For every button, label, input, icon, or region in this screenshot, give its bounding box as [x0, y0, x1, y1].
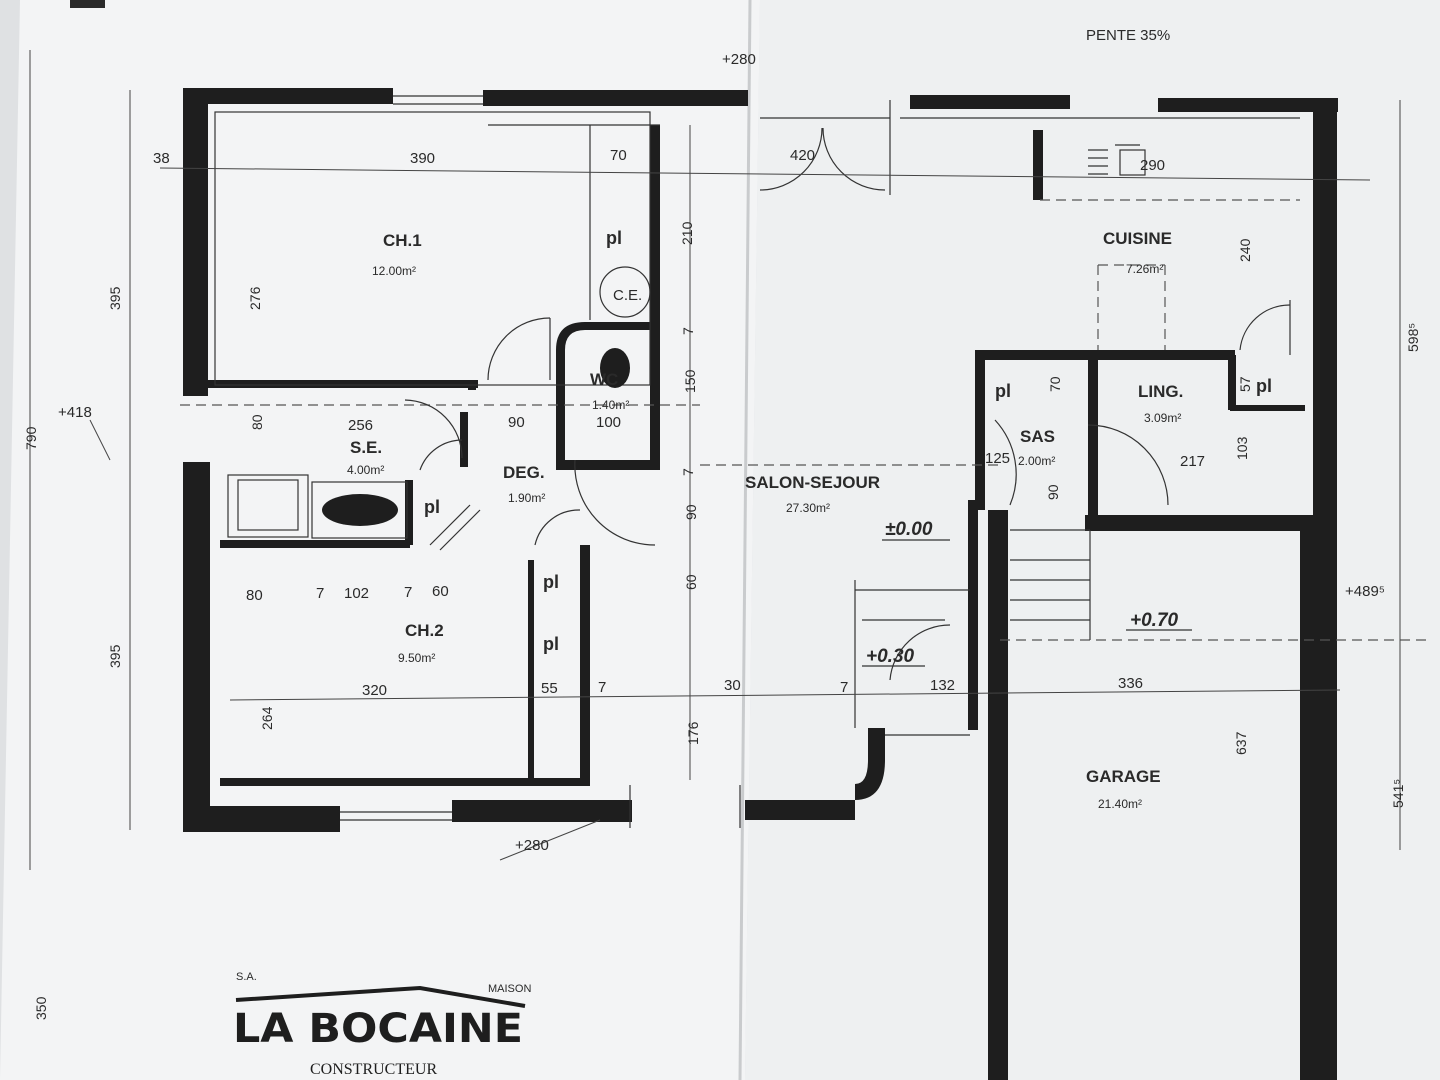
- dim-55: 55: [541, 680, 558, 697]
- dim-256: 256: [348, 417, 373, 434]
- dim-60: 60: [432, 583, 449, 600]
- dim-336: 336: [1118, 675, 1143, 692]
- dim-150: 150: [682, 369, 698, 393]
- dim-70: 70: [610, 147, 627, 164]
- dim-70: 70: [1047, 376, 1063, 392]
- dim-7: 7: [316, 585, 324, 602]
- dim-90: 90: [508, 414, 525, 431]
- horizontal-dimensions: 38 390 70 420 290 256 90 100 125 217 80 …: [153, 147, 1205, 699]
- placard-label: pl: [543, 572, 559, 592]
- dim-5985: 598⁵: [1405, 323, 1421, 352]
- room-area-wc: 1.40m²: [592, 398, 629, 412]
- room-name-cuisine: CUISINE: [1103, 229, 1172, 248]
- dim-7: 7: [680, 327, 696, 335]
- dim-176: 176: [685, 721, 701, 745]
- doors: [404, 127, 1291, 681]
- dim-7: 7: [404, 584, 412, 601]
- logo-maison: MAISON: [488, 983, 531, 995]
- room-name-ce: C.E.: [613, 287, 642, 304]
- dim-132: 132: [930, 677, 955, 694]
- room-name-ling: LING.: [1138, 382, 1183, 401]
- dim-210: 210: [679, 221, 695, 245]
- dim-320: 320: [362, 682, 387, 699]
- dim-7: 7: [598, 679, 606, 696]
- paper-fold: [738, 0, 752, 1080]
- dim-80: 80: [249, 414, 265, 430]
- level-step: +0.30: [866, 646, 915, 667]
- room-area-garage: 21.40m²: [1098, 797, 1142, 811]
- room-area-salon: 27.30m²: [786, 501, 830, 515]
- room-area-ch2: 9.50m²: [398, 651, 435, 665]
- dim-395: 395: [107, 644, 123, 668]
- height-right: +489⁵: [1345, 583, 1385, 600]
- dim-100: 100: [596, 414, 621, 431]
- interior-lines: [180, 95, 1430, 828]
- paper-sheet-right: [745, 0, 1440, 1080]
- placard-label: pl: [1256, 376, 1272, 396]
- height-marks: PENTE 35% +280 +280 +418 +489⁵: [58, 27, 1385, 854]
- level-garage: +0.70: [1130, 610, 1179, 631]
- room-area-se: 4.00m²: [347, 463, 384, 477]
- logo-sa: S.A.: [236, 971, 257, 983]
- height-left: +418: [58, 404, 92, 421]
- room-name-wc: WC: [590, 370, 618, 389]
- dim-276: 276: [247, 286, 263, 310]
- dim-240: 240: [1237, 238, 1253, 262]
- level-marks: ±0.00 +0.30 +0.70: [862, 519, 1192, 667]
- dim-350: 350: [33, 996, 49, 1020]
- room-area-sas: 2.00m²: [1018, 454, 1055, 468]
- dim-395: 395: [107, 286, 123, 310]
- placard-label: pl: [995, 381, 1011, 401]
- company-logo: S.A. MAISON LA BOCAINE CONSTRUCTEUR: [233, 971, 531, 1078]
- dim-217: 217: [1180, 453, 1205, 470]
- dim-90: 90: [1045, 484, 1061, 500]
- level-main: ±0.00: [885, 519, 933, 540]
- room-name-ch1: CH.1: [383, 231, 422, 250]
- placard-label: pl: [606, 228, 622, 248]
- dim-264: 264: [259, 706, 275, 730]
- room-name-sas: SAS: [1020, 427, 1055, 446]
- walls: [183, 88, 1338, 1080]
- vertical-dimensions: 210 276 395 395 790 240 598⁵ 541⁵ 350 80…: [23, 221, 1421, 1020]
- dim-60: 60: [683, 574, 699, 590]
- placard-labels: pl pl pl pl pl pl: [424, 228, 1272, 654]
- dim-7: 7: [840, 679, 848, 696]
- room-labels: CH.1 12.00m² C.E. WC 1.40m² S.E. 4.00m² …: [347, 229, 1183, 811]
- room-name-garage: GARAGE: [1086, 767, 1161, 786]
- room-name-ch2: CH.2: [405, 621, 444, 640]
- dim-790: 790: [23, 426, 39, 450]
- room-area-deg: 1.90m²: [508, 491, 545, 505]
- logo-company-name: LA BOCAINE: [233, 1006, 523, 1052]
- room-name-deg: DEG.: [503, 463, 545, 482]
- placard-label: pl: [424, 497, 440, 517]
- dim-5415: 541⁵: [1390, 779, 1406, 808]
- room-name-salon: SALON-SEJOUR: [745, 473, 880, 492]
- dim-90: 90: [683, 504, 699, 520]
- dim-420: 420: [790, 147, 815, 164]
- height-top: +280: [722, 51, 756, 68]
- room-area-ch1: 12.00m²: [372, 264, 416, 278]
- dim-102: 102: [344, 585, 369, 602]
- dim-57: 57: [1237, 376, 1253, 392]
- placard-label: pl: [543, 634, 559, 654]
- dim-38: 38: [153, 150, 170, 167]
- dim-80: 80: [246, 587, 263, 604]
- dim-30: 30: [724, 677, 741, 694]
- dim-125: 125: [985, 450, 1010, 467]
- dim-290: 290: [1140, 157, 1165, 174]
- logo-constructeur: CONSTRUCTEUR: [310, 1061, 437, 1078]
- room-area-cuisine: 7.26m²: [1126, 262, 1163, 276]
- height-bottom: +280: [515, 837, 549, 854]
- dim-637: 637: [1233, 731, 1249, 755]
- paper-edge-mark: [70, 0, 105, 8]
- room-area-ling: 3.09m²: [1144, 411, 1181, 425]
- dim-103: 103: [1234, 436, 1250, 460]
- dim-390: 390: [410, 150, 435, 167]
- dimension-lines: [29, 50, 1401, 870]
- room-name-se: S.E.: [350, 438, 382, 457]
- roof-slope-label: PENTE 35%: [1086, 27, 1170, 44]
- dim-7: 7: [680, 468, 696, 476]
